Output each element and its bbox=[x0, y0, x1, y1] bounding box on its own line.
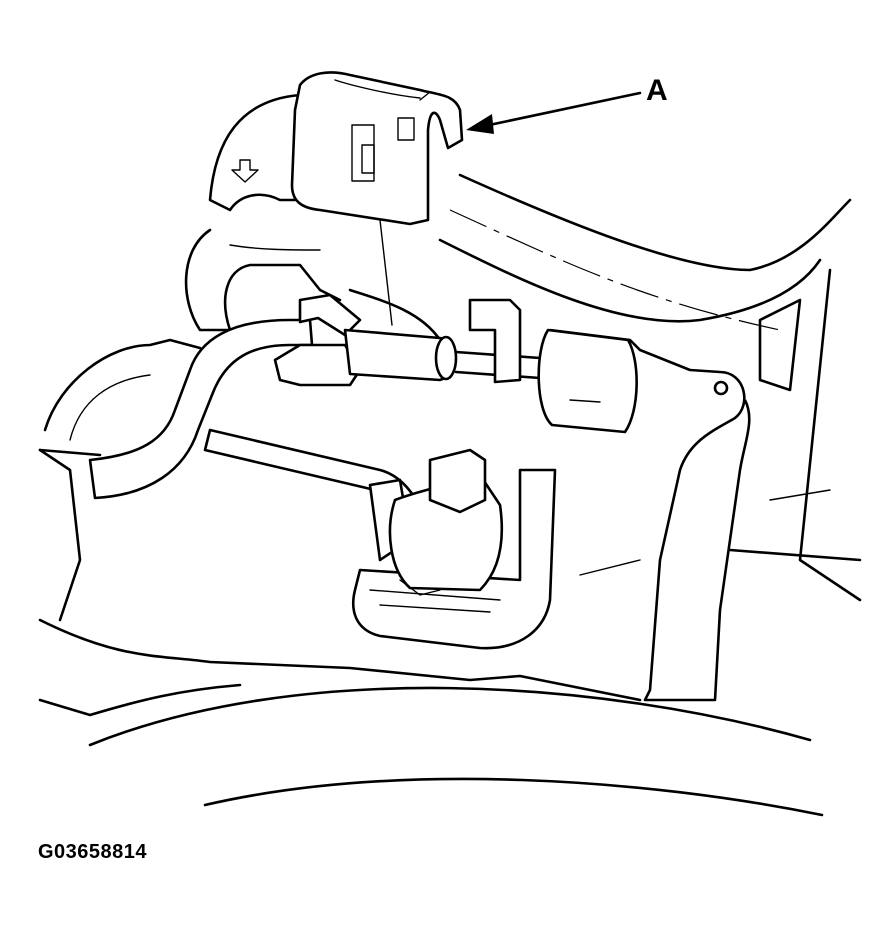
bowl-outline bbox=[38, 338, 202, 457]
hose-clip bbox=[468, 298, 522, 384]
hose-connector bbox=[273, 293, 542, 387]
centerline bbox=[449, 209, 781, 331]
body-panel-outline bbox=[38, 173, 862, 817]
clip-part-a bbox=[208, 71, 464, 326]
housing-bracket bbox=[184, 228, 442, 342]
sensor-unit bbox=[351, 448, 557, 650]
right-pipe bbox=[537, 328, 751, 702]
figure-id: G03658814 bbox=[38, 841, 148, 863]
callout-arrow-a bbox=[466, 91, 642, 134]
callout-label-a: A bbox=[646, 74, 668, 107]
